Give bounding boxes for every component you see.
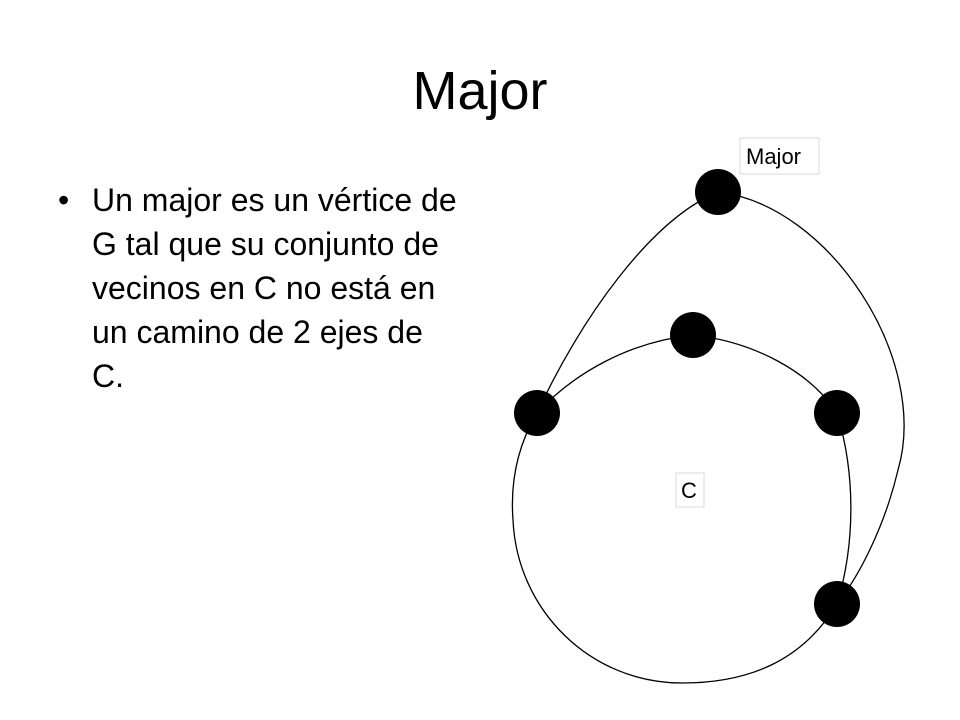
slide-title: Major xyxy=(412,61,548,121)
cycle-arc-top-right xyxy=(692,334,838,414)
cycle-vertex-right xyxy=(814,390,860,436)
cycle-label-text: C xyxy=(681,478,697,503)
cycle-vertex-left xyxy=(514,390,560,436)
bullet-text: Un major es un vértice de G tal que su c… xyxy=(92,182,457,394)
major-vertex xyxy=(695,169,741,215)
bullet-list: • Un major es un vértice de G tal que su… xyxy=(58,178,458,398)
cycle-label: C xyxy=(675,472,705,508)
major-label: Major xyxy=(739,137,820,175)
major-label-text: Major xyxy=(746,144,801,169)
major-edge-left xyxy=(536,191,719,414)
cycle-arc-bottom-left xyxy=(511,412,838,684)
bullet-mark: • xyxy=(58,182,70,218)
cycle-arc-right xyxy=(836,412,852,605)
major-edge-right xyxy=(717,191,905,605)
bullet-item: • Un major es un vértice de G tal que su… xyxy=(58,178,458,398)
cycle-vertex-bottom-right xyxy=(814,581,860,627)
cycle-vertex-top xyxy=(670,312,716,358)
cycle-arc-top-left xyxy=(536,334,694,414)
